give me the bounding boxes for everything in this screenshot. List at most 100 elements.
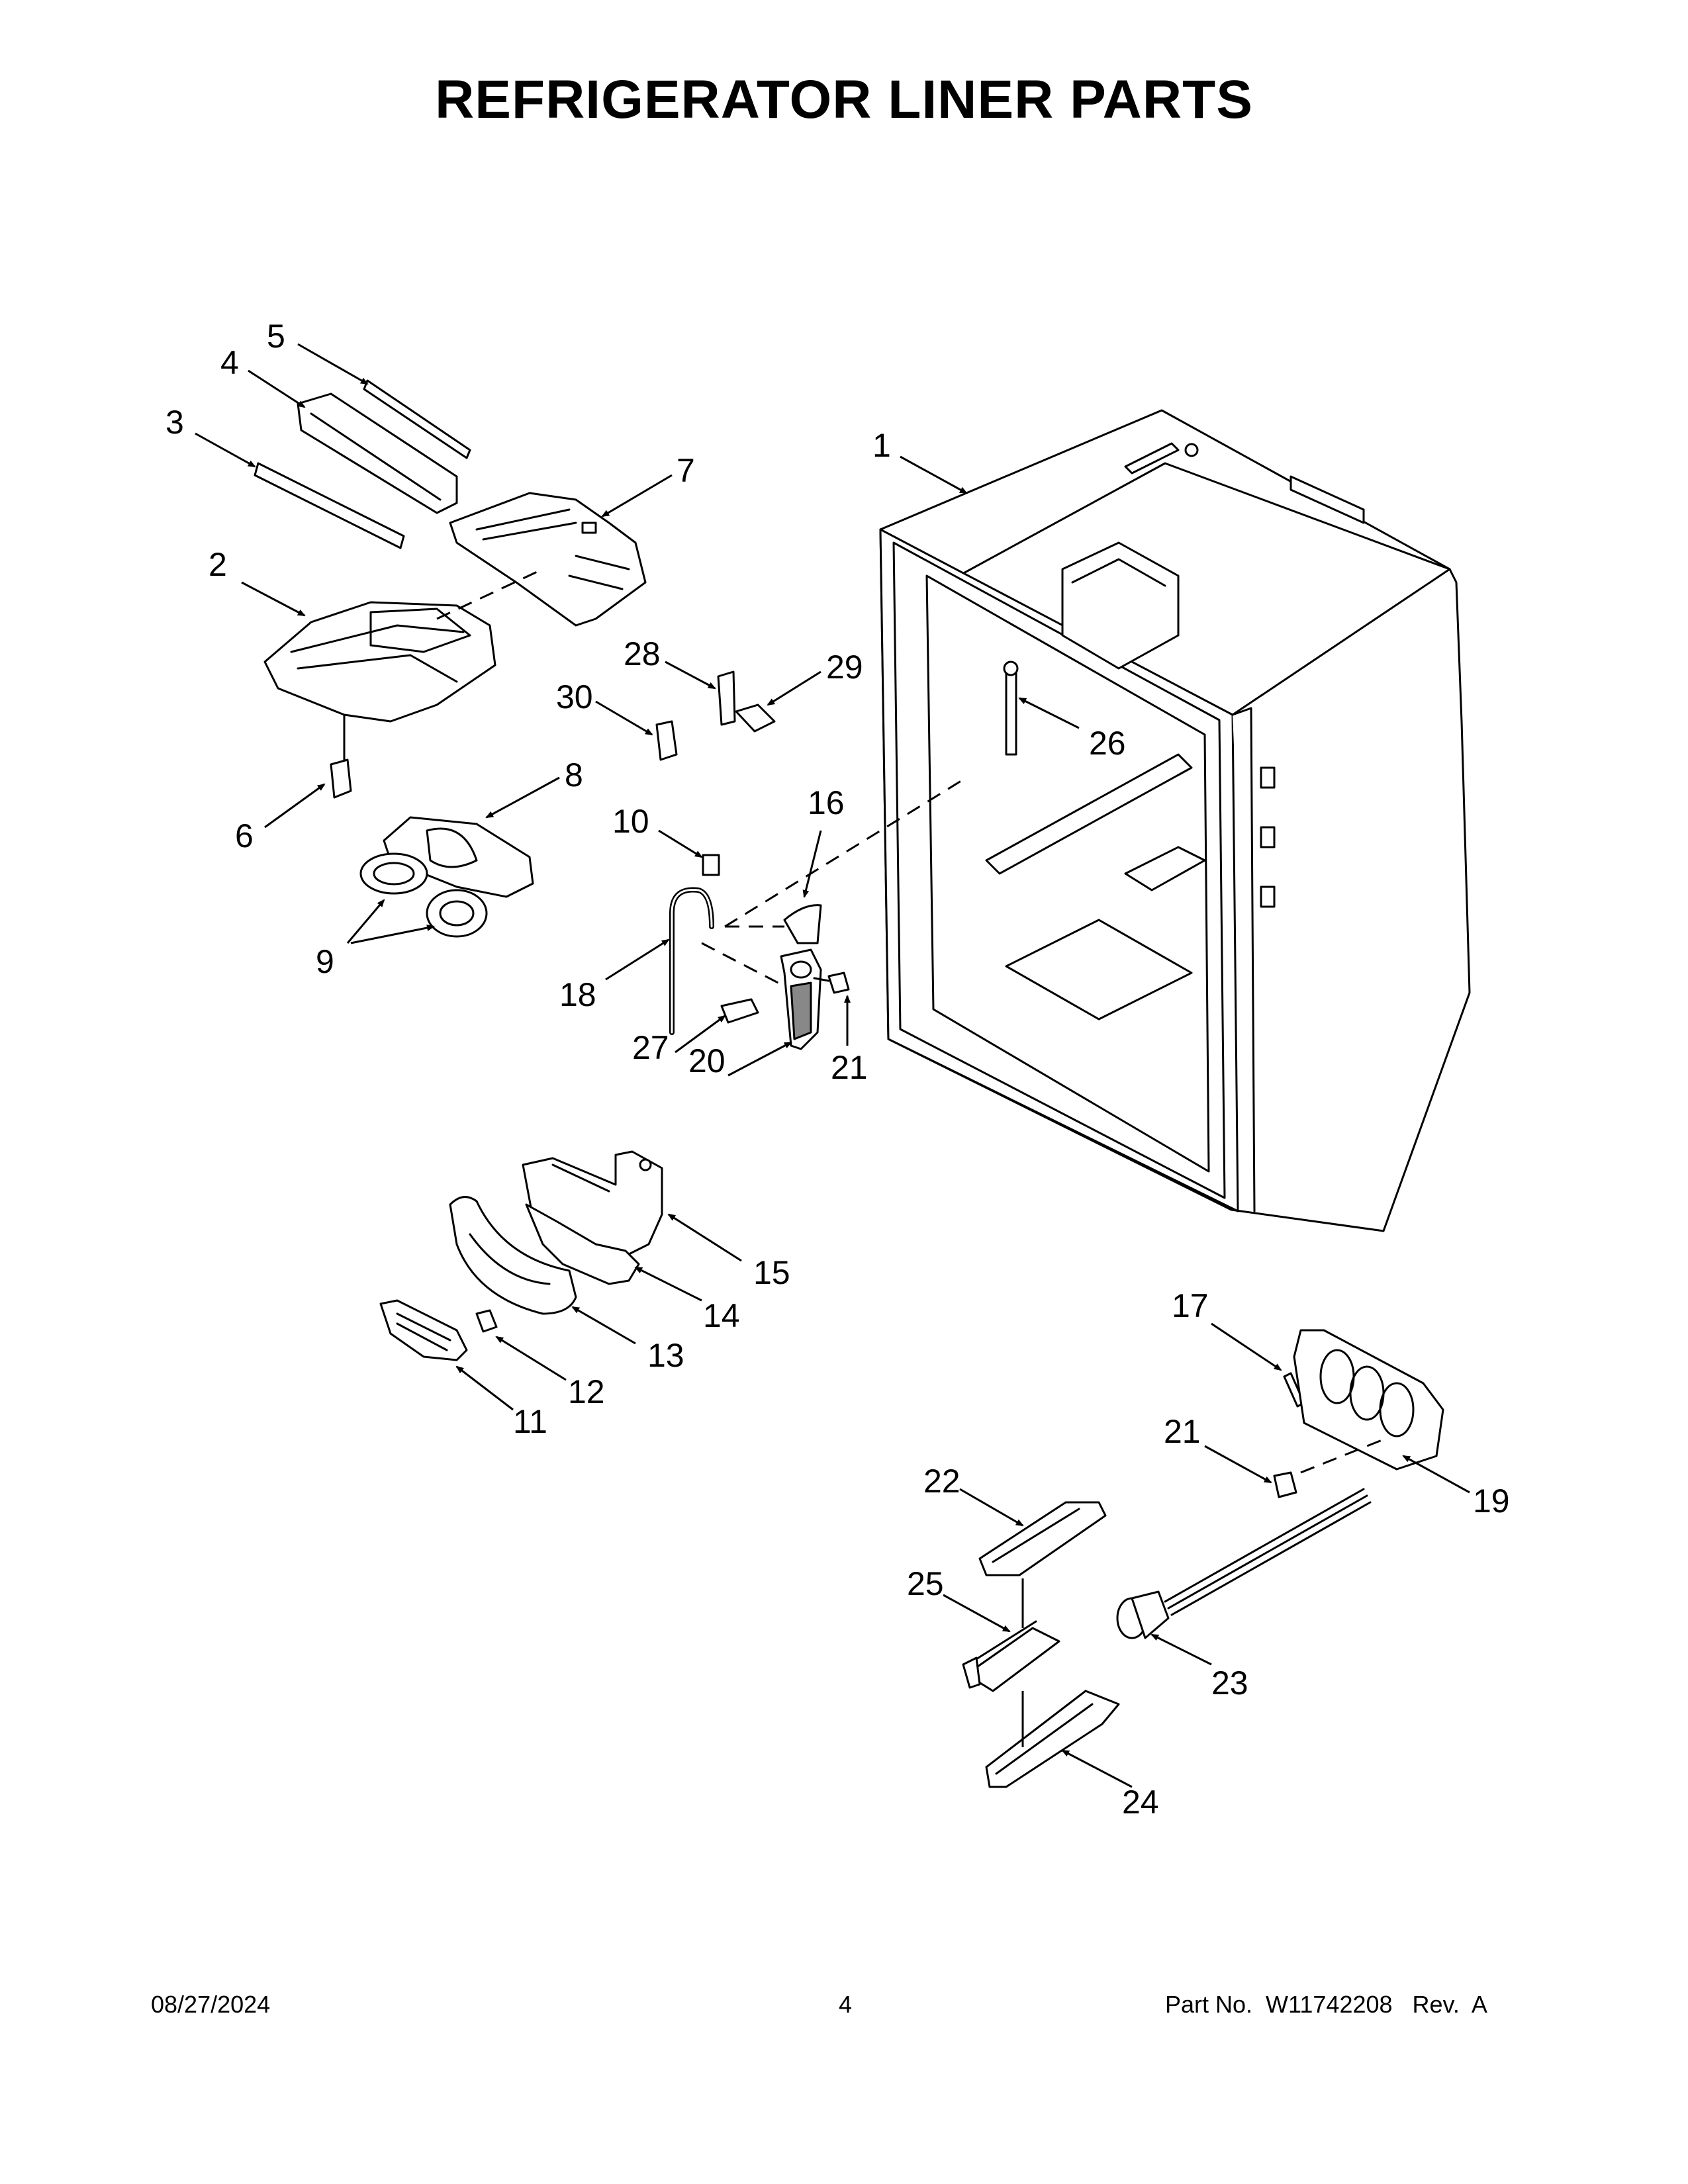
leader-18 <box>605 938 670 981</box>
callout-6: 6 <box>235 817 254 854</box>
part-25-tube <box>962 1620 1060 1692</box>
leader-28 <box>665 660 716 690</box>
callout-30: 30 <box>556 678 593 715</box>
leader-11 <box>455 1365 514 1411</box>
assembly-line-19-21 <box>1300 1438 1384 1474</box>
callout-labels: 1 2 3 4 5 6 7 8 9 10 11 12 13 14 15 16 1… <box>165 318 1510 1821</box>
callout-3: 3 <box>165 404 184 441</box>
part-9-damper-b <box>426 889 488 938</box>
leader-9b <box>350 925 435 944</box>
leader-3 <box>195 432 256 468</box>
leader-5 <box>297 343 369 385</box>
part-2-shroud <box>263 601 496 723</box>
assembly-line-18-20 <box>701 942 785 987</box>
part-21a-screw <box>813 972 850 994</box>
callout-12: 12 <box>568 1373 605 1410</box>
callout-28: 28 <box>624 635 661 672</box>
leader-30 <box>595 700 653 736</box>
callout-29: 29 <box>826 649 863 686</box>
part-19-heater <box>1293 1329 1444 1471</box>
part-26-sensor <box>1003 660 1019 756</box>
callout-9: 9 <box>316 943 334 980</box>
assembly-line-2-7 <box>436 568 543 620</box>
part-10-clip <box>702 854 720 876</box>
leader-15 <box>667 1213 742 1262</box>
leader-22 <box>959 1488 1024 1527</box>
footer-page-number: 4 <box>838 1991 853 2018</box>
part-5-rail <box>363 379 471 459</box>
leader-20 <box>727 1041 792 1077</box>
leader-7 <box>601 474 673 518</box>
callout-16: 16 <box>808 784 845 821</box>
leader-16 <box>802 830 822 898</box>
callout-11: 11 <box>513 1403 547 1440</box>
callout-27: 27 <box>632 1029 669 1066</box>
callout-20: 20 <box>688 1042 726 1079</box>
part-16-cover <box>783 904 822 944</box>
part-14-housing <box>525 1203 640 1285</box>
leader-14 <box>634 1266 702 1302</box>
callout-23: 23 <box>1211 1664 1248 1702</box>
callout-19: 19 <box>1473 1482 1510 1520</box>
callout-26: 26 <box>1089 725 1126 762</box>
callout-10: 10 <box>612 803 649 840</box>
leader-21b <box>1204 1445 1272 1484</box>
callout-21a: 21 <box>831 1049 868 1086</box>
part-18-tube <box>669 887 714 1035</box>
part-27-clip <box>720 998 759 1024</box>
leader-13 <box>571 1306 636 1345</box>
leader-12 <box>495 1336 567 1381</box>
leader-8 <box>485 776 560 819</box>
callout-15: 15 <box>753 1254 790 1291</box>
leader-29 <box>767 670 821 706</box>
leader-arrows <box>195 343 1470 1788</box>
leader-24 <box>1061 1749 1133 1788</box>
part-3-strip <box>254 462 405 549</box>
part-11-grille <box>379 1299 468 1361</box>
callout-24: 24 <box>1122 1784 1159 1821</box>
callout-25: 25 <box>907 1565 944 1602</box>
assembly-lines <box>343 568 1384 1747</box>
part-7-cover <box>449 492 647 627</box>
part-13-cup <box>449 1196 577 1315</box>
part-20-bracket <box>780 948 822 1050</box>
part-24-channel <box>985 1690 1120 1788</box>
leader-2 <box>241 581 306 617</box>
leader-9a <box>346 899 385 944</box>
part-1-liner <box>879 409 1471 1232</box>
page-title: REFRIGERATOR LINER PARTS <box>435 69 1253 130</box>
callout-17: 17 <box>1172 1287 1209 1324</box>
part-28-bracket <box>717 670 736 726</box>
callout-8: 8 <box>565 756 583 794</box>
part-4-bracket <box>297 392 458 514</box>
callout-14: 14 <box>703 1297 740 1334</box>
callout-22: 22 <box>923 1463 961 1500</box>
part-22-holder <box>978 1501 1107 1576</box>
leader-25 <box>943 1594 1011 1633</box>
callout-13: 13 <box>647 1337 684 1374</box>
leader-27 <box>675 1015 726 1054</box>
leader-26 <box>1018 697 1080 729</box>
leader-4 <box>248 369 306 408</box>
part-9-damper-a <box>359 852 428 895</box>
callout-1: 1 <box>872 427 891 464</box>
part-21b-screw <box>1273 1471 1297 1498</box>
leader-10 <box>658 829 703 858</box>
leader-17 <box>1211 1322 1282 1371</box>
footer-date: 08/27/2024 <box>151 1991 271 2018</box>
callout-21b: 21 <box>1164 1413 1201 1450</box>
leader-6 <box>264 783 326 829</box>
footer-part-number: Part No. W11742208 Rev. A <box>1165 1991 1487 2018</box>
callout-5: 5 <box>267 318 285 355</box>
callout-7: 7 <box>677 452 695 489</box>
leader-1 <box>900 455 968 494</box>
part-12-screw <box>475 1309 498 1333</box>
callout-18: 18 <box>559 976 596 1013</box>
leader-19 <box>1402 1455 1470 1494</box>
part-6-switch <box>330 758 352 799</box>
part-30-connector <box>655 720 678 761</box>
leader-23 <box>1150 1633 1212 1666</box>
part-23-socket <box>1116 1488 1372 1639</box>
callout-2: 2 <box>209 546 227 583</box>
